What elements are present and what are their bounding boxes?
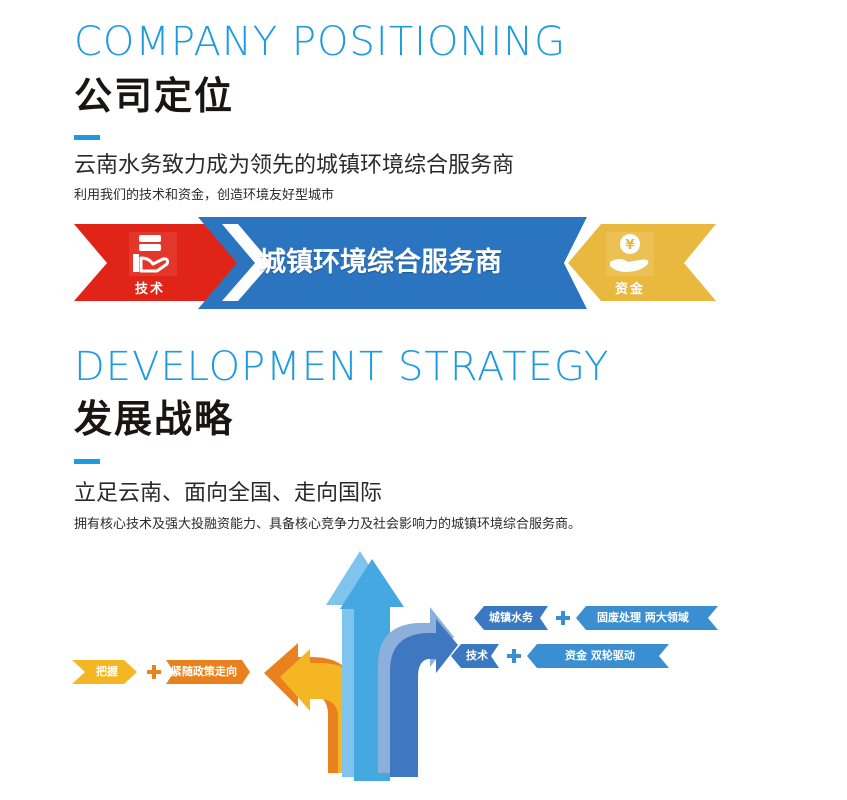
strategy-title-en: DEVELOPMENT STRATEGY	[74, 344, 610, 390]
svg-text:¥: ¥	[625, 238, 634, 253]
server-hand-icon	[129, 232, 177, 276]
strategy-title-cn: 发展战略	[74, 397, 235, 441]
chip-solid-waste: 固废处理 两大领域	[597, 611, 689, 624]
yen-coin-hand-icon: ¥	[606, 232, 654, 276]
banner-center-text: 城镇环境综合服务商	[259, 247, 502, 278]
positioning-subtitle: 利用我们的技术和资金，创造环境友好型城市	[74, 188, 335, 203]
strategy-accent-bar	[74, 459, 100, 464]
positioning-accent-bar	[74, 135, 100, 140]
direction-arrows-icon	[250, 545, 460, 785]
chip-capital-drive: 资金 双轮驱动	[565, 649, 635, 662]
chip-technology: 技术	[466, 649, 488, 662]
left-chips	[72, 658, 252, 686]
right-row1-shapes	[474, 606, 718, 630]
positioning-title-en: COMPANY POSITIONING	[74, 19, 567, 65]
chip-grasp: 把握	[96, 665, 118, 678]
chip-urban-water: 城镇水务	[489, 611, 533, 624]
chip-follow-policy: 紧随政策走向	[171, 665, 237, 678]
banner-right-label: 资金	[615, 282, 646, 297]
right-chips-row-1	[474, 604, 724, 632]
right-row2-shapes	[451, 644, 669, 668]
strategy-lead: 立足云南、面向全国、走向国际	[74, 481, 383, 506]
positioning-lead: 云南水务致力成为领先的城镇环境综合服务商	[74, 153, 515, 178]
right-chips-row-2	[451, 642, 673, 670]
positioning-title-cn: 公司定位	[74, 74, 235, 118]
banner-left-label: 技术	[135, 282, 166, 297]
left-chip-shapes	[72, 660, 250, 684]
strategy-subtitle: 拥有核心技术及强大投融资能力、具备核心竞争力及社会影响力的城镇环境综合服务商。	[74, 517, 582, 532]
